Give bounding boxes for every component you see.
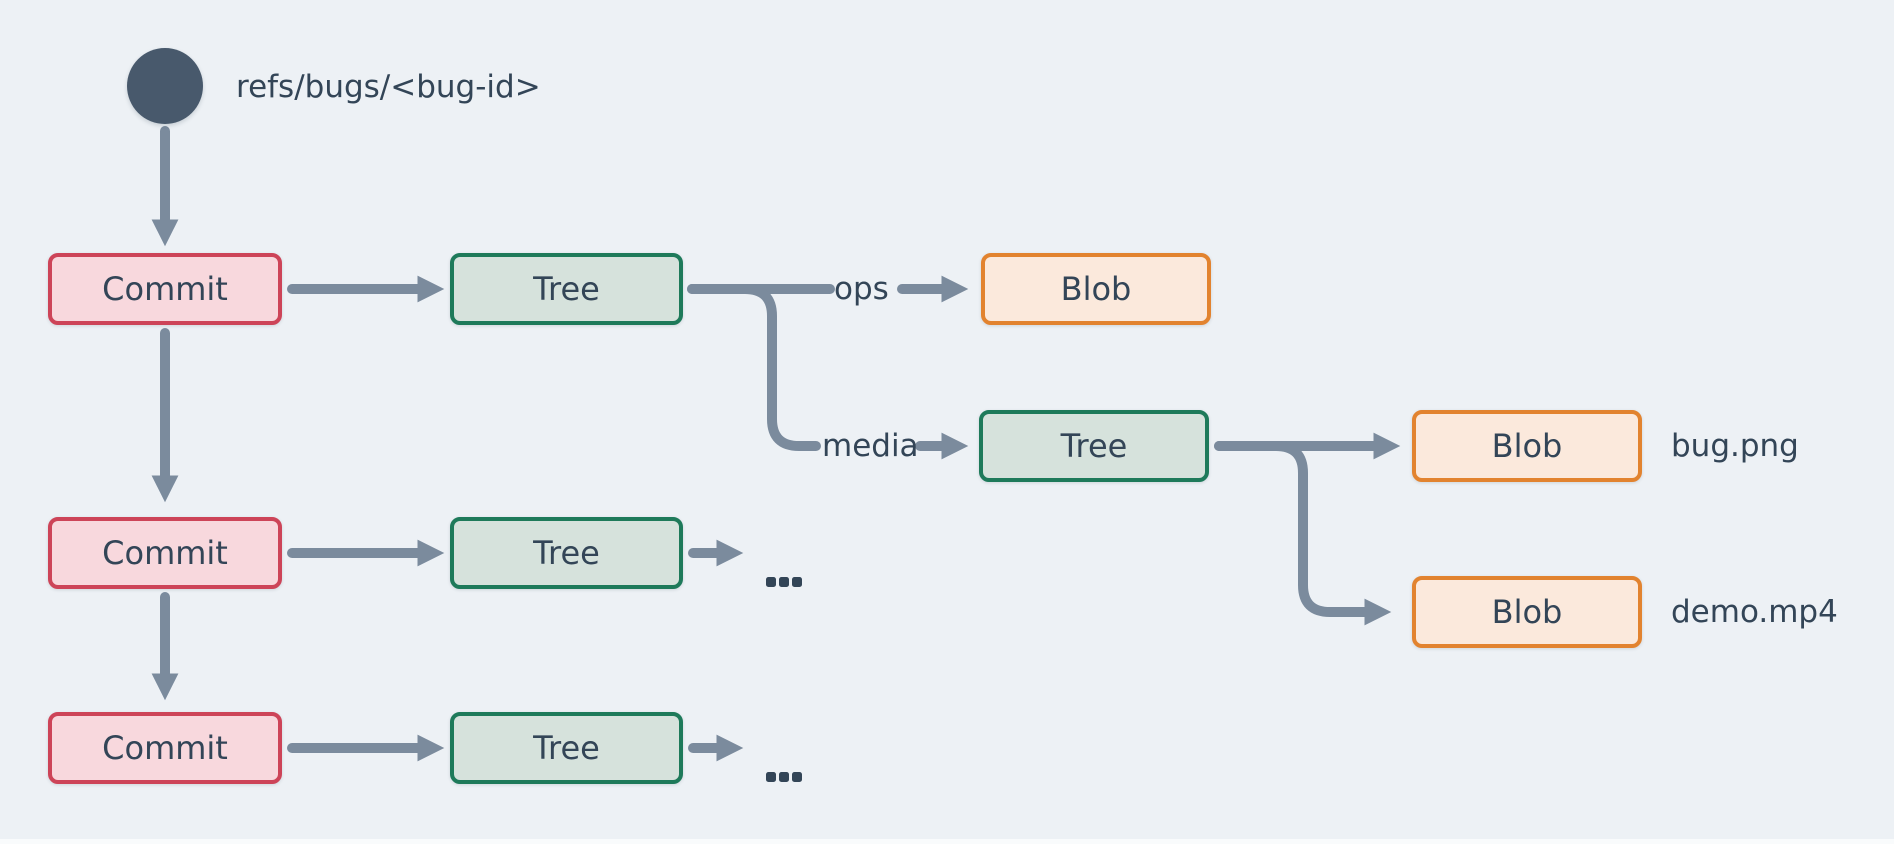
ellipsis-icon (766, 772, 802, 782)
commit-node-1-label: Commit (102, 270, 228, 308)
blob-node-bug: Blob (1412, 410, 1642, 482)
blob-node-ops-label: Blob (1060, 270, 1132, 308)
blob-node-demo: Blob (1412, 576, 1642, 648)
edge-tree1-branch-to-media-label (687, 284, 821, 451)
blob-node-ops: Blob (981, 253, 1211, 325)
ellipsis-dot (766, 772, 776, 782)
ellipsis-dot (792, 772, 802, 782)
tree-node-3: Tree (450, 712, 683, 784)
ellipsis-dot (779, 772, 789, 782)
tree-node-1: Tree (450, 253, 683, 325)
commit-node-2-label: Commit (102, 534, 228, 572)
tree-node-media: Tree (979, 410, 1209, 482)
commit-node-3: Commit (48, 712, 282, 784)
commit-node-3-label: Commit (102, 729, 228, 767)
ref-label: refs/bugs/<bug-id> (236, 69, 541, 105)
blob-node-bug-label: Blob (1491, 427, 1563, 465)
window-bottom-strip (0, 839, 1894, 844)
tree-node-2-label: Tree (533, 534, 600, 572)
edge-mediatree-branch-to-blob-demo (1214, 441, 1392, 626)
file-label-bug-png: bug.png (1671, 428, 1799, 464)
ellipsis-dot (766, 577, 776, 587)
ellipsis-icon (766, 577, 802, 587)
ellipsis-dot (792, 577, 802, 587)
tree-node-media-label: Tree (1060, 427, 1128, 465)
ref-node (127, 48, 203, 124)
blob-node-demo-label: Blob (1491, 593, 1563, 631)
edge-label-media: media (822, 428, 919, 464)
tree-node-1-label: Tree (533, 270, 600, 308)
tree-node-3-label: Tree (533, 729, 600, 767)
ellipsis-dot (779, 577, 789, 587)
edge-label-ops: ops (834, 271, 889, 307)
tree-node-2: Tree (450, 517, 683, 589)
file-label-demo-mp4: demo.mp4 (1671, 594, 1838, 630)
commit-node-2: Commit (48, 517, 282, 589)
commit-node-1: Commit (48, 253, 282, 325)
